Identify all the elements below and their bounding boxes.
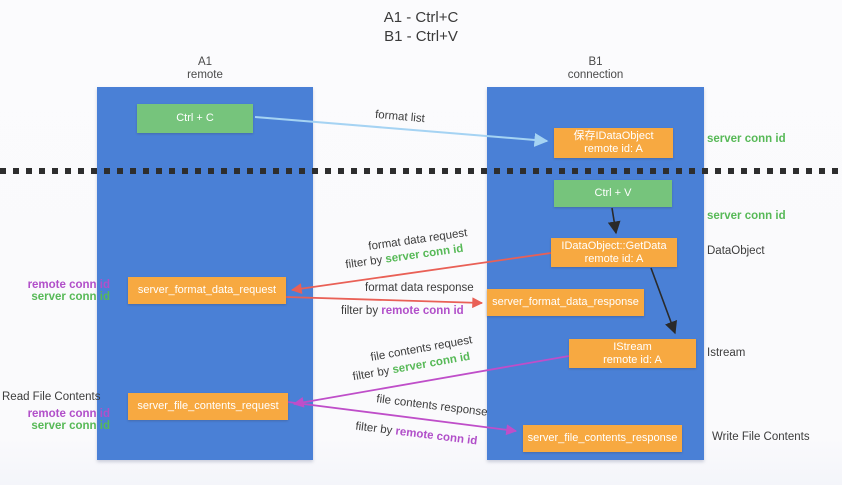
arrow-file-contents-request: [292, 355, 570, 408]
node-format-response-label: server_format_data_response: [492, 296, 639, 308]
label-write-file-contents: Write File Contents: [712, 431, 810, 443]
node-getdata-line2: remote id: A: [584, 252, 644, 265]
copy-paste-divider: [0, 168, 842, 174]
arrow-format-list: [254, 116, 549, 147]
node-save-idataobject-line2: remote id: A: [584, 143, 643, 155]
edge-label-format-data-response: format data response: [365, 282, 474, 294]
column-a1-name: A1: [197, 56, 213, 68]
label-istream: Istream: [707, 347, 746, 359]
label-format-server-conn-id: server conn id: [31, 291, 110, 303]
node-ctrl-v: Ctrl + V: [554, 180, 672, 207]
node-server-format-data-request: server_format_data_request: [128, 277, 286, 304]
filter-key-remote-conn-id: remote conn id: [381, 305, 464, 317]
format-conn-ids: remote conn id server conn id: [0, 279, 110, 303]
column-a1-header: A1 remote: [97, 56, 313, 82]
file-conn-ids: remote conn id server conn id: [0, 408, 110, 432]
node-idataobject-getdata: IDataObject::GetData remote id: A: [551, 238, 677, 267]
arrow-file-contents-response: [287, 401, 518, 436]
node-file-request-label: server_file_contents_request: [137, 400, 279, 412]
column-a1-subtitle: remote: [187, 69, 223, 81]
node-istream-line2: remote id: A: [603, 353, 662, 366]
filter-by-text: filter by: [341, 305, 379, 317]
diagram-title: A1 - Ctrl+C B1 - Ctrl+V: [0, 8, 842, 46]
node-ctrl-c: Ctrl + C: [137, 104, 253, 133]
node-ctrl-c-label: Ctrl + C: [176, 112, 214, 124]
node-getdata-line1: IDataObject::GetData: [561, 239, 667, 252]
column-b1-subtitle: connection: [567, 69, 624, 81]
arrow-ctrlv-to-getdata: [607, 207, 621, 235]
title-line-2: B1 - Ctrl+V: [384, 28, 458, 45]
label-server-conn-id-top: server conn id: [707, 133, 786, 145]
label-read-file-contents: Read File Contents: [2, 391, 101, 403]
arrow-getdata-to-istream: [650, 267, 678, 335]
node-server-file-contents-request: server_file_contents_request: [128, 393, 288, 420]
label-format-remote-conn-id: remote conn id: [27, 279, 110, 291]
node-server-format-data-response: server_format_data_response: [487, 289, 644, 316]
label-server-conn-id-mid: server conn id: [707, 210, 786, 222]
edge-label-format-response-filter: filter by remote conn id: [341, 305, 464, 317]
node-save-idataobject: 保存IDataObject remote id: A: [554, 128, 673, 158]
node-ctrl-v-label: Ctrl + V: [594, 187, 632, 199]
label-dataobject: DataObject: [707, 245, 765, 257]
node-format-request-label: server_format_data_request: [137, 284, 277, 296]
label-file-server-conn-id: server conn id: [31, 420, 110, 432]
node-server-file-contents-response: server_file_contents_response: [523, 425, 682, 452]
column-b1-header: B1 connection: [487, 56, 704, 82]
arrow-format-data-response: [285, 296, 484, 309]
column-b1-name: B1: [588, 56, 603, 68]
node-save-idataobject-line1: 保存IDataObject: [573, 130, 654, 142]
title-line-1: A1 - Ctrl+C: [383, 9, 459, 26]
arrow-format-data-request: [290, 252, 552, 294]
node-file-response-label: server_file_contents_response: [527, 432, 678, 444]
label-file-remote-conn-id: remote conn id: [27, 408, 110, 420]
node-istream-line1: IStream: [613, 340, 652, 353]
node-istream: IStream remote id: A: [569, 339, 696, 368]
